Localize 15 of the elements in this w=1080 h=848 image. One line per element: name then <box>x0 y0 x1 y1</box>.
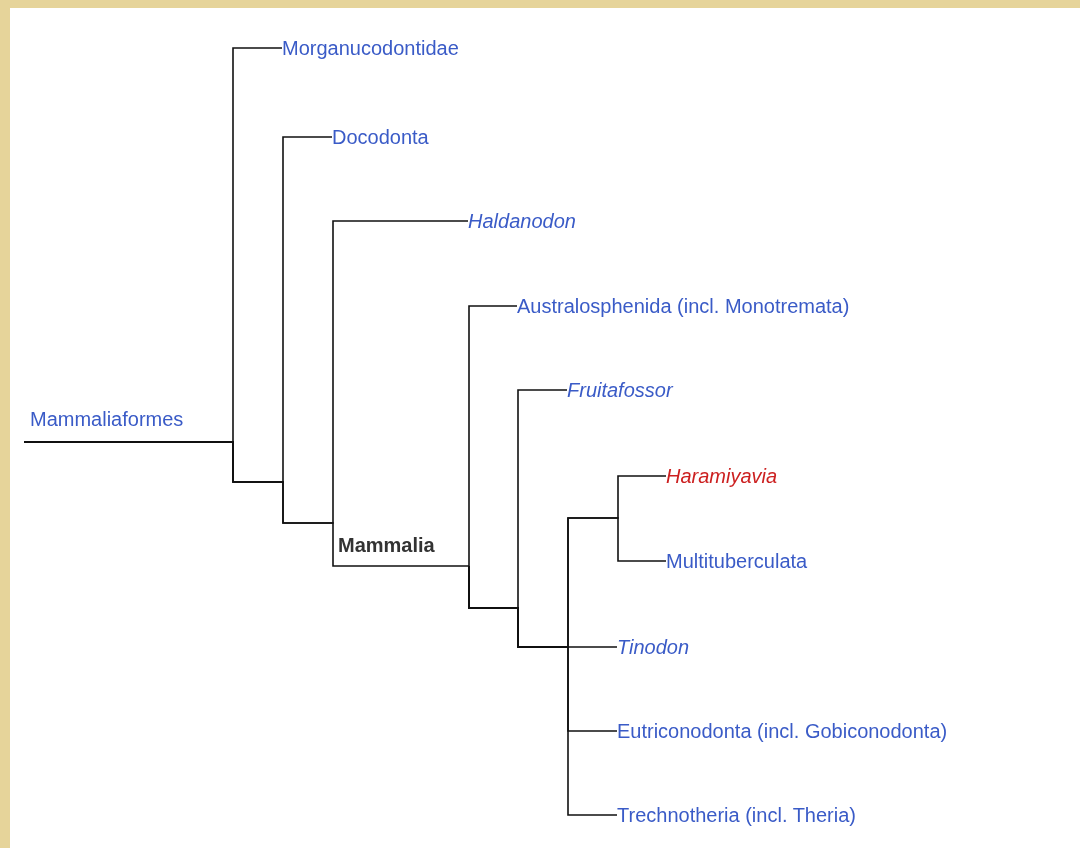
taxon-label: Mammaliaformes <box>24 406 229 442</box>
taxon-label: Mammalia <box>333 532 469 566</box>
taxon-label: Multituberculata <box>666 548 808 574</box>
taxon-label: Morganucodontidae <box>282 35 459 61</box>
branch-line <box>468 305 518 567</box>
taxon-label: Fruitafossor <box>567 377 673 403</box>
taxon-label: Australosphenida (incl. Monotremata) <box>517 293 850 319</box>
branch-line <box>23 441 470 567</box>
taxon-label: Haldanodon <box>468 208 576 234</box>
taxon-label: Eutriconodonta (incl. Gobiconodonta) <box>617 718 948 744</box>
taxon-label: Haramiyavia <box>666 463 778 489</box>
taxon-label: Docodonta <box>332 124 429 150</box>
branch-line <box>468 565 618 816</box>
taxon-label: Trechnotheria (incl. Theria) <box>617 802 856 828</box>
taxon-label: Tinodon <box>617 634 690 660</box>
